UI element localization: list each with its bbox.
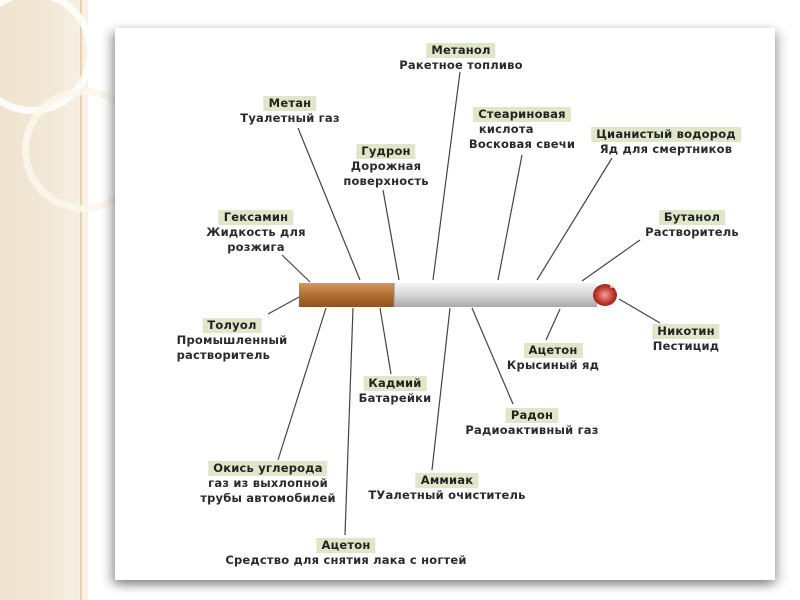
label-toluene: Толуол Промышленный растворитель xyxy=(177,318,288,363)
label-desc: Дорожная xyxy=(350,159,422,173)
label-cadmium: Кадмий Батарейки xyxy=(359,376,432,406)
label-desc: Растворитель xyxy=(645,225,739,239)
leader-line xyxy=(344,307,354,536)
leader-line xyxy=(471,307,514,405)
label-desc: Батарейки xyxy=(358,391,432,405)
label-radon: Радон Радиоактивный газ xyxy=(465,408,598,438)
label-desc: Жидкость для xyxy=(206,225,306,239)
label-acetone-nail-polish: Ацетон Средство для снятия лака с ногтей xyxy=(225,538,466,568)
label-desc: кислота xyxy=(478,122,534,136)
leader-line xyxy=(581,239,641,282)
label-name: Радон xyxy=(505,408,559,423)
leader-line xyxy=(297,127,361,281)
label-name: Ацетон xyxy=(316,538,376,553)
leader-lines xyxy=(267,71,661,536)
label-name: Аммиак xyxy=(415,473,479,488)
label-name: Гудрон xyxy=(356,144,416,159)
label-hexamine: Гексамин Жидкость для розжига xyxy=(206,210,305,255)
label-desc: трубы автомобилей xyxy=(200,491,336,505)
label-methane: Метан Туалетный газ xyxy=(240,96,340,126)
label-stearic: Стеариновая кислота Восковая свечи xyxy=(469,107,575,152)
label-desc: растворитель xyxy=(176,348,271,362)
label-methanol: Метанол Ракетное топливо xyxy=(399,43,523,73)
label-ammonia: Аммиак ТУалетный очиститель xyxy=(368,473,525,503)
cigarette-paper xyxy=(394,283,597,307)
label-name: Метан xyxy=(263,96,317,111)
label-desc: Восковая свечи xyxy=(468,137,576,151)
label-name: Стеариновая xyxy=(473,107,571,122)
leader-line xyxy=(497,154,523,281)
label-name: Цианистый водород xyxy=(591,127,741,142)
label-name: Гексамин xyxy=(218,210,294,225)
label-name: Ацетон xyxy=(523,343,583,358)
label-name: Метанол xyxy=(426,43,496,58)
label-desc: поверхность xyxy=(343,174,429,188)
leader-line xyxy=(382,189,400,281)
label-name: Окись углерода xyxy=(208,461,328,476)
leader-line xyxy=(431,307,451,471)
label-name: Толуол xyxy=(202,318,262,333)
label-desc: Радиоактивный газ xyxy=(465,423,599,437)
label-name: Бутанол xyxy=(658,210,726,225)
cigarette-ember xyxy=(593,284,617,306)
label-name: Никотин xyxy=(652,324,720,339)
leader-line xyxy=(618,298,661,324)
label-tar: Гудрон Дорожная поверхность xyxy=(343,144,428,189)
leader-line xyxy=(281,254,311,283)
label-desc: ТУалетный очиститель xyxy=(368,488,526,502)
label-carbon-monoxide: Окись углерода газ из выхлопной трубы ав… xyxy=(200,461,336,506)
cigarette-filter xyxy=(299,283,394,307)
leader-line xyxy=(277,307,327,461)
leader-line xyxy=(267,295,302,315)
label-desc: Крысиный яд xyxy=(506,358,600,372)
label-hcn: Цианистый водород Яд для смертников xyxy=(591,127,741,157)
label-butanol: Бутанол Растворитель xyxy=(645,210,739,240)
label-name: Кадмий xyxy=(363,376,427,391)
label-desc: Промышленный xyxy=(176,333,288,347)
label-nicotine: Никотин Пестицид xyxy=(652,324,720,354)
leader-line xyxy=(536,157,613,281)
label-desc: розжига xyxy=(227,240,285,254)
sidebar-rule xyxy=(80,0,82,600)
leader-line xyxy=(432,71,461,281)
label-desc: Пестицид xyxy=(652,339,720,353)
leader-line xyxy=(545,308,561,341)
leader-line xyxy=(379,307,392,375)
label-desc: газ из выхлопной xyxy=(208,476,328,490)
label-desc: Туалетный газ xyxy=(240,111,340,125)
label-acetone-rat-poison: Ацетон Крысиный яд xyxy=(507,343,599,373)
label-desc: Ракетное топливо xyxy=(399,58,523,72)
label-desc: Средство для снятия лака с ногтей xyxy=(225,553,467,567)
label-desc: Яд для смертников xyxy=(599,142,733,156)
